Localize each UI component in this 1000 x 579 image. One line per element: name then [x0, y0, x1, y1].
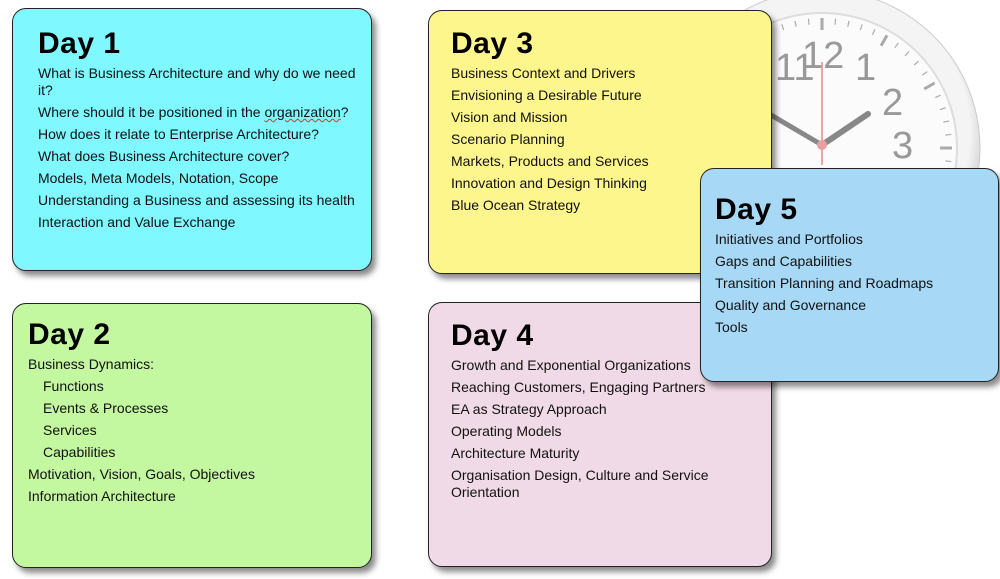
list-item: Operating Models: [451, 423, 562, 439]
clock-tick: [945, 133, 952, 136]
clock-tick: [871, 28, 876, 35]
list-item: Vision and Mission: [451, 109, 568, 125]
clock-numeral: 1: [855, 47, 876, 89]
list-item: Interaction and Value Exchange: [38, 214, 236, 230]
clock-tick: [894, 42, 899, 49]
list-item: Organisation Design, Culture and Service…: [451, 467, 709, 500]
clock-tick: [923, 81, 936, 91]
clock-tick: [939, 107, 946, 111]
list-item: Functions: [43, 378, 104, 394]
list-item: Innovation and Design Thinking: [451, 175, 647, 191]
clock-tick: [859, 24, 863, 31]
list-item: EA as Strategy Approach: [451, 401, 607, 417]
topic-list: Initiatives and Portfolios Gaps and Capa…: [715, 231, 984, 336]
list-item: What does Business Architecture cover?: [38, 148, 290, 164]
clock-tick: [879, 34, 889, 47]
topic-list: What is Business Architecture and why do…: [38, 65, 357, 231]
spellcheck-word: organization: [264, 104, 341, 120]
list-item: Understanding a Business and assessing i…: [38, 192, 355, 208]
clock-tick: [794, 20, 797, 27]
list-item: Envisioning a Desirable Future: [451, 87, 642, 103]
list-item: How does it relate to Enterprise Archite…: [38, 126, 319, 142]
clock-tick: [847, 20, 850, 27]
clock-numeral: 11: [775, 47, 814, 89]
list-item: Scenario Planning: [451, 131, 565, 147]
list-item: Business Context and Drivers: [451, 65, 636, 81]
list-item: Growth and Exponential Organizations: [451, 357, 691, 373]
clock-tick: [935, 94, 942, 99]
clock-tick: [807, 18, 810, 25]
list-item: Reaching Customers, Engaging Partners: [451, 379, 706, 395]
clock-tick: [921, 71, 928, 76]
list-item-text: Where should it be positioned in the org…: [38, 104, 349, 120]
day-title: Day 3: [451, 27, 534, 60]
day-2-card: Day 2 Business Dynamics: Functions Event…: [12, 303, 372, 568]
day-title: Day 5: [715, 193, 798, 226]
list-item: Architecture Maturity: [451, 445, 580, 461]
list-item: Services: [43, 422, 97, 438]
clock-numeral: 3: [892, 125, 913, 167]
list-item: Gaps and Capabilities: [715, 253, 852, 269]
clock-tick: [834, 18, 837, 25]
list-item: Blue Ocean Strategy: [451, 197, 581, 213]
list-item: Where should it be positioned in the org…: [38, 104, 357, 121]
list-item: Models, Meta Models, Notation, Scope: [38, 170, 279, 186]
clock-tick: [781, 24, 785, 31]
clock-numeral: 2: [882, 82, 903, 124]
day-title: Day 1: [38, 27, 121, 60]
list-item: Markets, Products and Services: [451, 153, 649, 169]
clock-tick: [904, 50, 910, 57]
clock-tick: [913, 60, 920, 66]
list-item: Business Dynamics:: [28, 356, 155, 372]
day-5-card: Day 5 Initiatives and Portfolios Gaps an…: [700, 168, 999, 382]
list-item: Initiatives and Portfolios: [715, 231, 863, 247]
day-1-card: Day 1 What is Business Architecture and …: [12, 8, 372, 271]
clock-numeral: 12: [802, 35, 844, 77]
list-item: Quality and Governance: [715, 297, 866, 313]
list-item: Information Architecture: [28, 488, 176, 504]
list-item: Events & Processes: [43, 400, 169, 416]
list-item: Transition Planning and Roadmaps: [715, 275, 934, 291]
list-item: Capabilities: [43, 444, 116, 460]
topic-list: Growth and Exponential Organizations Rea…: [451, 357, 757, 501]
topic-list: Business Dynamics: Functions Events & Pr…: [28, 356, 357, 505]
list-item: What is Business Architecture and why do…: [38, 65, 356, 98]
topic-list: Business Context and Drivers Envisioning…: [451, 65, 757, 214]
day-title: Day 2: [28, 318, 111, 351]
day-title: Day 4: [451, 319, 534, 352]
list-item: Tools: [715, 319, 748, 335]
list-item: Motivation, Vision, Goals, Objectives: [28, 466, 255, 482]
clock-tick: [943, 120, 950, 123]
clock-tick: [945, 160, 952, 163]
